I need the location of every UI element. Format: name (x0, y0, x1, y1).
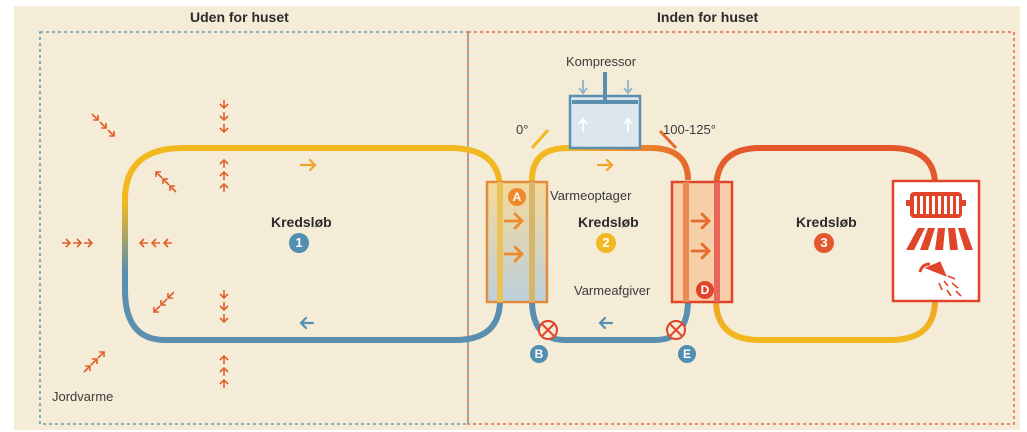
point-d-marker: D (696, 281, 714, 299)
inside-region-frame (467, 31, 1015, 425)
inside-header: Inden for huset (657, 9, 759, 25)
circuit-3-number: 3 (814, 233, 834, 253)
heat-arrow-icon (62, 100, 229, 388)
flow-arrows (299, 158, 711, 330)
circuit-3-title: Kredsløb (796, 214, 857, 230)
valve-icon (538, 320, 558, 340)
outside-header: Uden for huset (190, 9, 289, 25)
compressor-label: Kompressor (566, 54, 637, 69)
circuit-3-loop (713, 145, 938, 343)
circuit-1-title: Kredsløb (271, 214, 332, 230)
compressor-symbol (568, 72, 642, 150)
temp-high-label: 100-125° (663, 122, 716, 137)
condenser-label: Varmeafgiver (574, 283, 651, 298)
floor-heating-icon (906, 228, 973, 250)
valve-icon (666, 320, 686, 340)
radiator-icon (906, 192, 966, 218)
ground-heat-label: Jordvarme (52, 389, 114, 404)
point-b-marker: B (530, 345, 548, 363)
evaporator-label: Varmeoptager (550, 188, 632, 203)
point-a-marker: A (508, 188, 526, 206)
circuit-2-title: Kredsløb (578, 214, 639, 230)
circuit-1-number: 1 (289, 233, 309, 253)
shower-icon (918, 261, 962, 297)
circuit-2-number: 2 (596, 233, 616, 253)
point-e-marker: E (678, 345, 696, 363)
temp-low-label: 0° (516, 122, 529, 137)
